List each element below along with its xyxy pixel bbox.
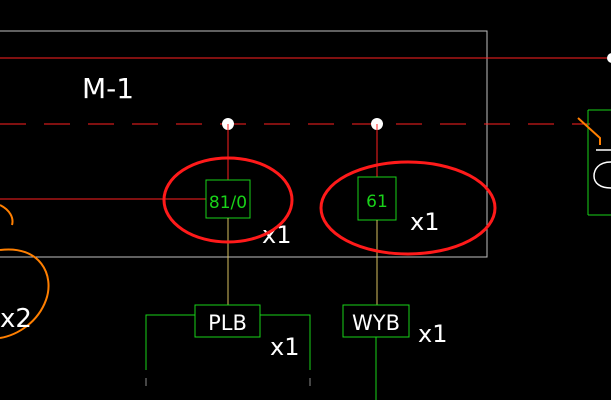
ct-qty-wyb: x1	[418, 320, 447, 348]
bus-terminal-right	[607, 53, 611, 63]
left-orange-arc-small	[0, 204, 14, 226]
relay-code-8110: 81/0	[209, 193, 247, 213]
annotation-ellipse-2	[319, 160, 497, 256]
ct-label-plb: PLB	[208, 311, 247, 335]
ct-qty-plb: x1	[270, 333, 299, 361]
ct-label-wyb: WYB	[352, 311, 400, 335]
plb-lead-right	[260, 314, 311, 370]
left-qty: x2	[0, 304, 32, 334]
annotation-ellipse-1	[162, 156, 294, 244]
panel-label: M-1	[82, 72, 134, 105]
right-device-glyph	[593, 161, 611, 189]
relay-code-61: 61	[366, 192, 388, 212]
panel-m1-outline	[0, 30, 488, 258]
right-orange-stroke	[577, 117, 601, 145]
plb-lead-left	[145, 314, 195, 370]
left-orange-arc	[0, 248, 50, 339]
relay-qty-61: x1	[410, 208, 439, 236]
ct-box-plb[interactable]	[194, 304, 261, 338]
